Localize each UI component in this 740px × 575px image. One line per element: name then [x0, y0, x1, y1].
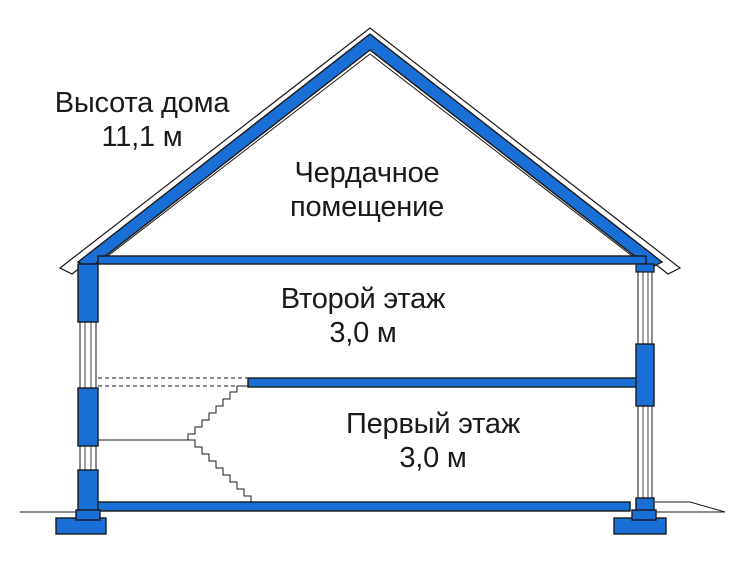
first-floor-name: Первый этаж: [345, 408, 521, 440]
attic-label: Чердачное помещение: [252, 156, 482, 224]
stairwell-opening: [98, 377, 248, 387]
staircase: [98, 385, 262, 503]
second-floor-height: 3,0 м: [329, 317, 397, 349]
attic-floor-slab: [97, 255, 647, 265]
ground-line: [20, 501, 726, 513]
second-floor-label: Второй этаж 3,0 м: [228, 282, 498, 350]
house-height-label: Высота дома 11,1 м: [22, 86, 262, 154]
house-height-title: Высота дома: [54, 87, 230, 119]
second-floor-slab: [247, 377, 643, 388]
first-floor-slab: [95, 501, 631, 512]
second-floor-name: Второй этаж: [280, 283, 446, 315]
attic-label-line2: помещение: [289, 191, 445, 223]
attic-label-line1: Чердачное: [294, 157, 440, 189]
right-wall: [613, 263, 667, 535]
first-floor-height: 3,0 м: [399, 442, 467, 474]
left-wall: [55, 263, 107, 535]
house-height-value: 11,1 м: [101, 121, 183, 153]
first-floor-label: Первый этаж 3,0 м: [298, 407, 568, 475]
